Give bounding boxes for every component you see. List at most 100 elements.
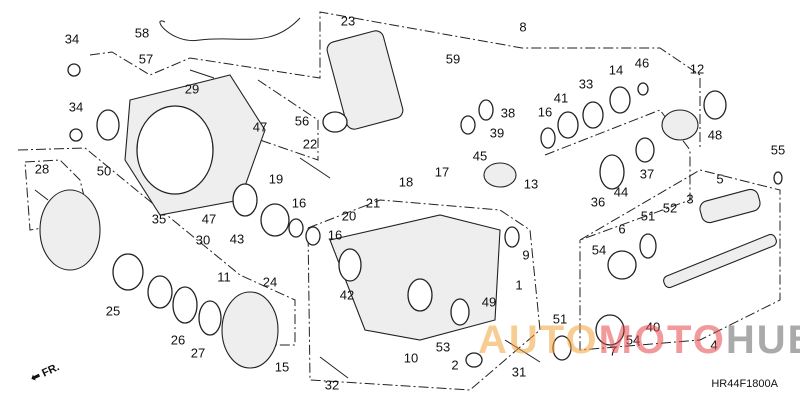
callout-41[interactable]: 41 [554,90,568,105]
callout-22[interactable]: 22 [303,136,317,151]
bolt-31 [504,339,541,363]
callout-59[interactable]: 59 [446,51,460,66]
callout-39[interactable]: 39 [490,125,504,140]
callout-1[interactable]: 1 [515,277,522,292]
diagram-code: HR44F1800A [711,378,778,390]
callout-11[interactable]: 11 [217,269,231,284]
sleeve-14 [609,86,631,114]
bolt-29 [189,69,215,79]
callout-33[interactable]: 33 [579,76,593,91]
seal-16b [305,226,321,246]
callout-2[interactable]: 2 [451,357,458,372]
callout-14[interactable]: 14 [609,62,623,77]
callout-30[interactable]: 30 [196,232,210,247]
bearing-33 [582,101,604,129]
callout-23[interactable]: 23 [341,13,355,28]
callout-49[interactable]: 49 [482,294,496,309]
callout-12[interactable]: 12 [690,61,704,76]
callout-29[interactable]: 29 [185,81,199,96]
callout-18[interactable]: 18 [399,174,413,189]
callout-16[interactable]: 16 [328,227,342,242]
callout-27[interactable]: 27 [191,345,205,360]
nut-34 [67,63,81,77]
callout-53[interactable]: 53 [436,339,450,354]
shim-26 [172,286,198,324]
callout-43[interactable]: 43 [230,231,244,246]
callout-57[interactable]: 57 [139,51,153,66]
seal-49 [450,298,470,326]
bearing-45 [460,115,476,135]
callout-8[interactable]: 8 [519,19,526,34]
seal-9 [504,226,520,248]
actuator-23 [326,30,404,130]
callout-47[interactable]: 47 [253,119,267,134]
callout-9[interactable]: 9 [522,247,529,262]
case-opening [407,278,433,312]
callout-25[interactable]: 25 [106,303,120,318]
callout-16[interactable]: 16 [292,195,306,210]
callout-21[interactable]: 21 [366,195,380,210]
callout-50[interactable]: 50 [97,163,111,178]
callout-17[interactable]: 17 [435,164,449,179]
callout-54[interactable]: 54 [592,242,606,257]
callout-40[interactable]: 40 [646,319,660,334]
callout-4[interactable]: 4 [710,337,717,352]
shim-27 [198,300,222,336]
parts [34,17,783,379]
ring-gear-15 [221,291,279,369]
callout-45[interactable]: 45 [473,148,487,163]
callout-10[interactable]: 10 [404,350,418,365]
callout-13[interactable]: 13 [524,176,538,191]
callout-38[interactable]: 38 [501,105,515,120]
shaft-12 [661,109,699,141]
callout-31[interactable]: 31 [512,364,526,379]
band-51b [552,335,572,361]
boot-7 [595,314,625,346]
callout-52[interactable]: 52 [663,200,677,215]
callout-6[interactable]: 6 [618,221,625,236]
callout-44[interactable]: 44 [614,184,628,199]
callout-51[interactable]: 51 [641,208,655,223]
callout-58[interactable]: 58 [135,25,149,40]
callout-42[interactable]: 42 [340,287,354,302]
band-51 [639,233,657,259]
callout-34[interactable]: 34 [69,99,83,114]
bearing-41 [557,111,579,139]
callout-20[interactable]: 20 [342,208,356,223]
bearing-48 [703,90,727,120]
callout-7[interactable]: 7 [609,343,616,358]
callout-26[interactable]: 26 [171,332,185,347]
bolt-28 [34,189,49,201]
callout-51[interactable]: 51 [553,311,567,326]
callout-54[interactable]: 54 [626,332,640,347]
clutch-25 [112,253,144,291]
callout-32[interactable]: 32 [325,377,339,392]
seal-55 [773,171,783,185]
callout-36[interactable]: 36 [591,194,605,209]
sleeve-19 [260,203,290,237]
callout-5[interactable]: 5 [716,171,723,186]
callout-34[interactable]: 34 [65,31,79,46]
watermark-moto: MOTO [598,318,726,362]
cover-opening [136,105,214,195]
bearing-42 [338,248,362,282]
callout-16[interactable]: 16 [538,104,552,119]
o-ring-56 [322,111,348,133]
callout-19[interactable]: 19 [269,171,283,186]
callout-47[interactable]: 47 [202,211,216,226]
callout-46[interactable]: 46 [635,55,649,70]
callout-56[interactable]: 56 [295,113,309,128]
differential-case [39,189,101,271]
callout-48[interactable]: 48 [708,127,722,142]
watermark-logo: AUTOMOTOHUB [478,318,800,363]
callout-28[interactable]: 28 [35,161,49,176]
callout-35[interactable]: 35 [152,211,166,226]
pin-22 [299,157,331,179]
callout-15[interactable]: 15 [275,359,289,374]
plug-2 [465,352,483,368]
pinion-13 [483,162,517,188]
callout-3[interactable]: 3 [686,191,693,206]
callout-55[interactable]: 55 [771,142,785,157]
callout-37[interactable]: 37 [640,166,654,181]
callout-24[interactable]: 24 [263,274,277,289]
